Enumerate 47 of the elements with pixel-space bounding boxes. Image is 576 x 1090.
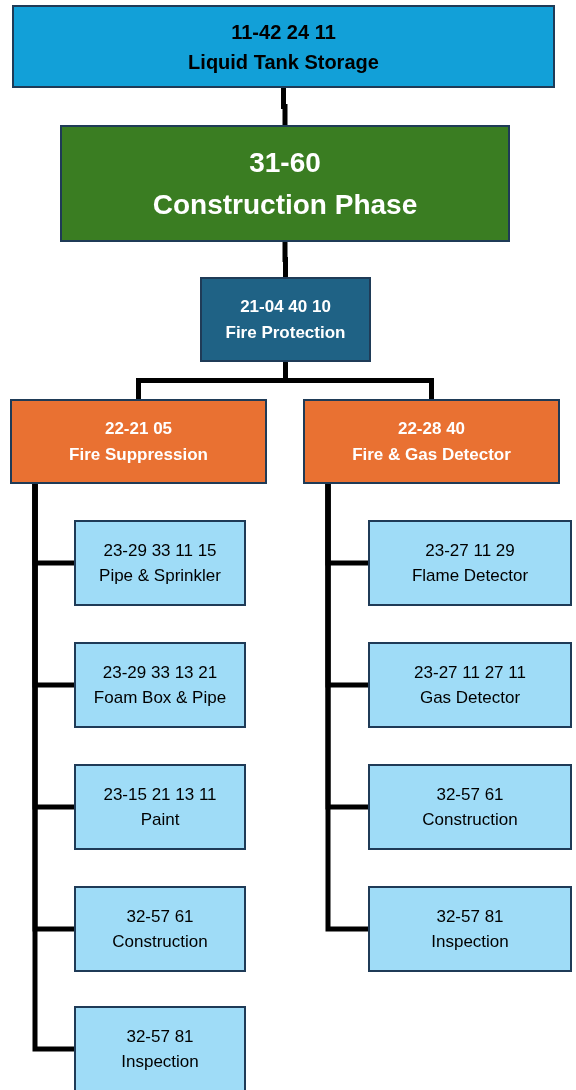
code-label: 23-15 21 13 11: [103, 783, 217, 806]
title-label: Fire Suppression: [69, 443, 208, 466]
code-label: 22-28 40: [397, 418, 466, 440]
category-box: [74, 642, 246, 728]
code-label: 23-27 11 27 11: [414, 661, 526, 684]
title-label: Inspection: [431, 931, 509, 953]
code-label: 23-27 11 29: [425, 539, 515, 562]
category-box: [368, 642, 572, 728]
category-box: [368, 764, 572, 850]
code-label: 32-57 61: [436, 783, 504, 806]
title-label: Paint: [140, 809, 180, 831]
category-box: [74, 1006, 246, 1090]
code-label: 23-29 33 11 15: [103, 539, 217, 562]
category-box: [368, 886, 572, 972]
category-box: [60, 125, 510, 242]
connector-line: [283, 362, 434, 399]
title-label: Construction: [112, 931, 208, 953]
title-label: Flame Detector: [411, 565, 529, 587]
title-label: Fire & Gas Detector: [352, 443, 511, 466]
title-label: Gas Detector: [419, 687, 521, 709]
title-label: Fire Protection: [225, 321, 346, 344]
connector-line: [325, 484, 368, 932]
title-label: Foam Box & Pipe: [93, 687, 227, 709]
code-label: 11-42 24 11: [231, 19, 336, 45]
code-label: 31-60: [249, 145, 321, 180]
title-label: Construction: [422, 809, 518, 831]
code-label: 23-29 33 13 21: [102, 661, 218, 684]
category-box: [74, 886, 246, 972]
code-label: 32-57 81: [126, 1025, 194, 1048]
category-box: [12, 5, 555, 88]
code-label: 32-57 61: [126, 905, 194, 928]
connector-line: [282, 242, 288, 277]
category-box: [368, 520, 572, 606]
category-box: [200, 277, 371, 362]
title-label: Inspection: [121, 1051, 199, 1073]
code-label: 32-57 81: [436, 905, 504, 928]
code-label: 22-21 05: [104, 418, 173, 440]
category-box: [303, 399, 560, 484]
category-box: [74, 520, 246, 606]
connector-line: [32, 484, 74, 1052]
title-label: Pipe & Sprinkler: [99, 565, 221, 587]
title-label: Construction Phase: [152, 187, 418, 222]
category-box: [74, 764, 246, 850]
connector-line: [281, 88, 288, 125]
title-label: Liquid Tank Storage: [188, 49, 379, 75]
category-box: [10, 399, 267, 484]
code-label: 21-04 40 10: [240, 296, 331, 318]
